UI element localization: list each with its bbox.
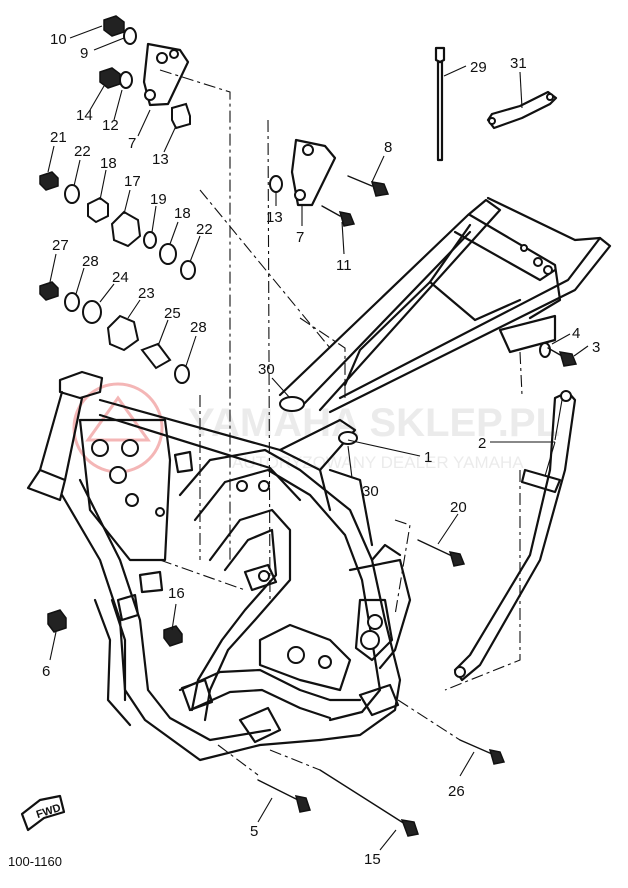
callout-16: 16 — [168, 585, 185, 602]
callout-18b: 18 — [174, 205, 191, 222]
watermark-brand: YAMAHA SKLEP.PL — [188, 401, 560, 445]
callout-18: 18 — [100, 155, 117, 172]
callout-2: 2 — [478, 435, 486, 452]
callout-12: 12 — [102, 117, 119, 134]
callout-23: 23 — [138, 285, 155, 302]
bracket-31 — [486, 90, 558, 130]
callout-10: 10 — [50, 31, 67, 48]
callout-30b: 30 — [362, 483, 379, 500]
alignment-lines — [159, 69, 523, 776]
engine-bracket-7-lower — [290, 138, 337, 207]
callout-31: 31 — [510, 55, 527, 72]
bolt-20 — [417, 539, 466, 567]
bolt-15 — [319, 769, 419, 837]
callout-8: 8 — [384, 139, 392, 156]
callout-15: 15 — [364, 851, 381, 868]
callout-labels: 10 9 7 14 12 13 21 22 18 17 19 18 22 27 … — [42, 31, 600, 868]
watermark-tagline: AUTORYZOWANY DEALER YAMAHA — [232, 453, 524, 472]
callout-9: 9 — [80, 45, 88, 62]
rear-frame — [278, 196, 612, 414]
callout-7b: 7 — [296, 229, 304, 246]
watermark: YAMAHA SKLEP.PL AUTORYZOWANY DEALER YAMA… — [72, 382, 560, 474]
callout-27: 27 — [52, 237, 69, 254]
callout-22b: 22 — [196, 221, 213, 238]
callout-1: 1 — [424, 449, 432, 466]
bolts — [257, 175, 578, 837]
diagram-code: 100-1160 — [8, 854, 62, 869]
engine-bracket-7-upper — [142, 42, 190, 107]
callout-29: 29 — [470, 59, 487, 76]
callout-13b: 13 — [266, 209, 283, 226]
leader-lines — [47, 25, 589, 851]
bolt-5 — [257, 779, 311, 813]
callout-22: 22 — [74, 143, 91, 160]
strap-29 — [434, 46, 446, 162]
callout-26: 26 — [448, 783, 465, 800]
callout-5: 5 — [250, 823, 258, 840]
callout-28b: 28 — [190, 319, 207, 336]
callout-20: 20 — [450, 499, 467, 516]
callout-4: 4 — [572, 325, 580, 342]
bolt-11 — [321, 205, 356, 227]
callout-30: 30 — [258, 361, 275, 378]
callout-3: 3 — [592, 339, 600, 356]
callout-13: 13 — [152, 151, 169, 168]
callout-19: 19 — [150, 191, 167, 208]
callout-6: 6 — [42, 663, 50, 680]
callout-17: 17 — [124, 173, 141, 190]
bolt-3 — [547, 347, 578, 367]
callout-21: 21 — [50, 129, 67, 146]
callout-11: 11 — [336, 257, 352, 274]
bolt-8 — [347, 175, 390, 197]
callout-14: 14 — [76, 107, 93, 124]
callout-25: 25 — [164, 305, 181, 322]
callout-24: 24 — [112, 269, 129, 286]
callout-7: 7 — [128, 135, 136, 152]
forward-arrow: FWD — [20, 794, 66, 832]
main-frame — [26, 370, 412, 762]
callout-28: 28 — [82, 253, 99, 270]
bolt-26 — [459, 739, 506, 765]
